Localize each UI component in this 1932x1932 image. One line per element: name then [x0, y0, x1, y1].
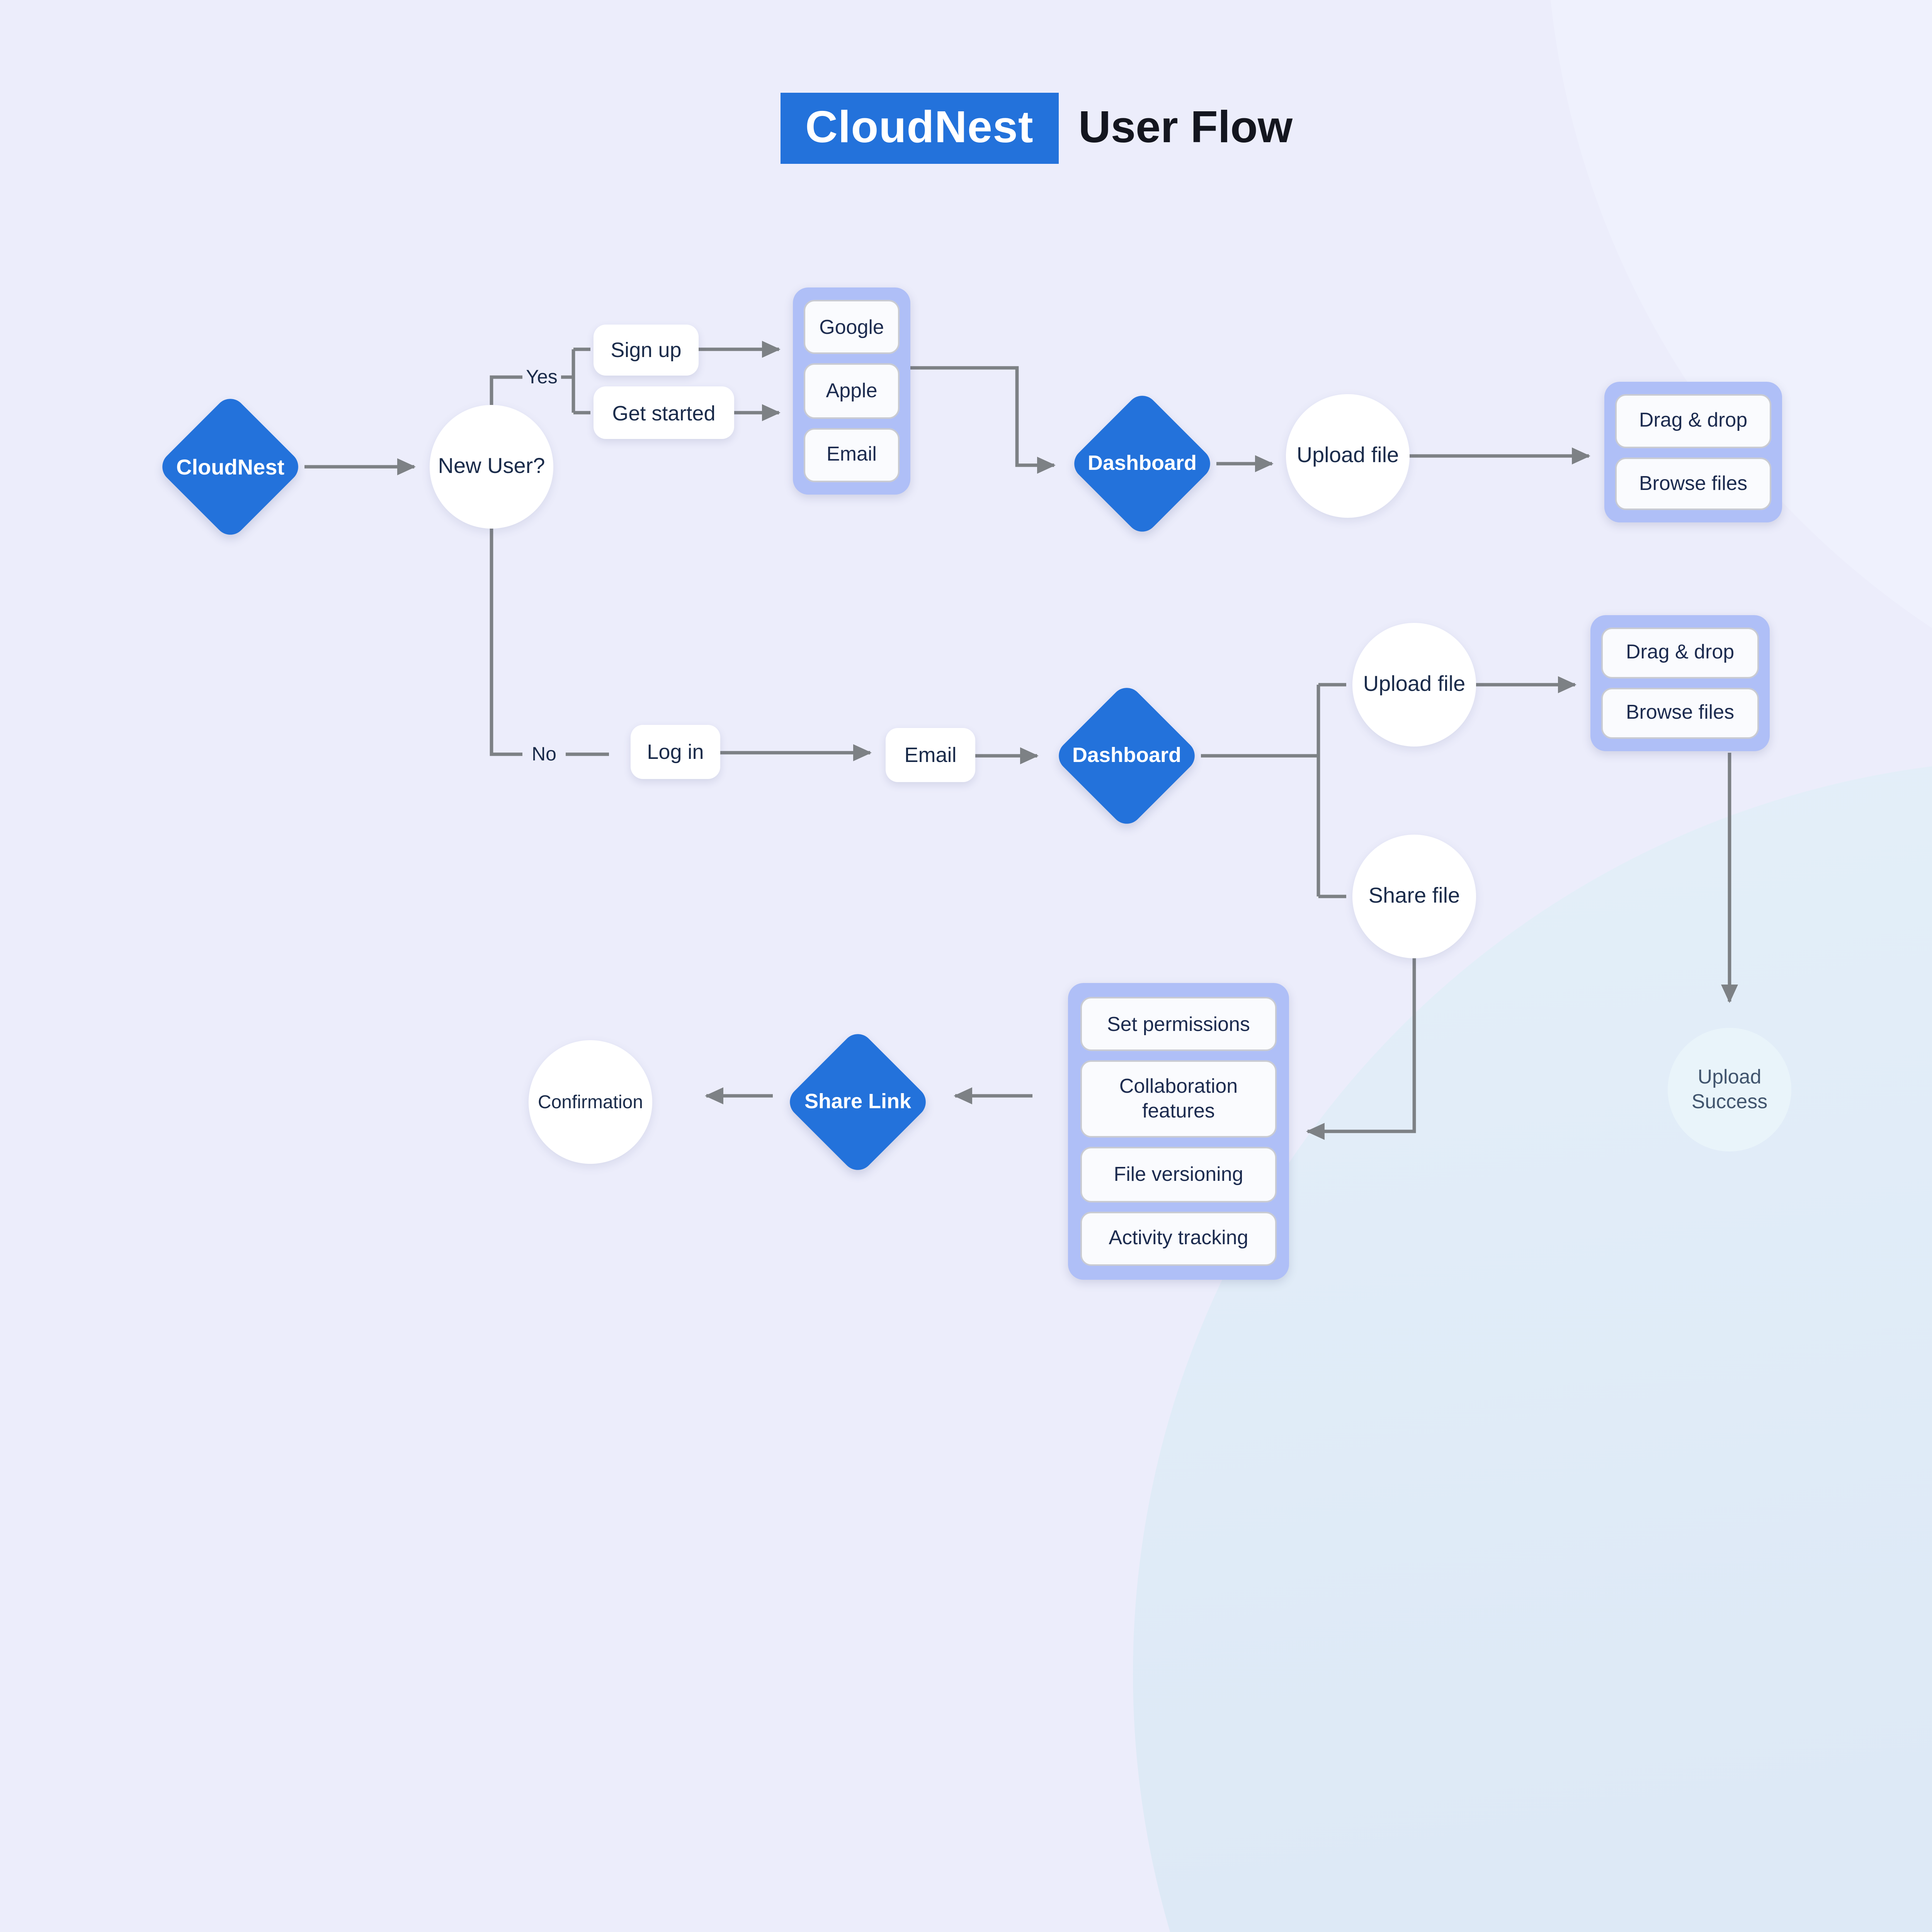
auth-options-group: Google Apple Email [793, 287, 910, 495]
edge-sharefile-features [1306, 958, 1416, 1140]
edge-newuser-yes [490, 375, 522, 405]
edge-newuser-no [490, 529, 522, 756]
upload-options-group-top: Drag & drop Browse files [1604, 382, 1782, 522]
browse-files-option-top: Browse files [1615, 457, 1771, 510]
edge-yes-bracket [561, 347, 590, 415]
log-in-box: Log in [631, 725, 720, 779]
flowchart-canvas: CloudNest User Flow CloudNest Dashboard … [156, 93, 1932, 1932]
set-permissions-option: Set permissions [1080, 997, 1277, 1052]
collaboration-features-option: Collaboration features [1080, 1061, 1277, 1138]
title-suffix: User Flow [1078, 103, 1293, 152]
sign-up-box: Sign up [594, 325, 699, 376]
get-started-box: Get started [594, 386, 734, 439]
upload-file-circle: Upload file [1352, 623, 1476, 747]
share-link-label: Share Link [804, 1090, 912, 1113]
auth-option-email: Email [804, 427, 900, 482]
edge-dashboard2-bracket [1201, 683, 1346, 898]
upload-options-group: Drag & drop Browse files [1590, 615, 1770, 751]
drag-drop-option: Drag & drop [1601, 628, 1759, 679]
page-title: CloudNest User Flow [781, 93, 1293, 164]
share-features-group: Set permissions Collaboration features F… [1068, 983, 1289, 1280]
upload-success-circle: Upload Success [1668, 1028, 1791, 1151]
dashboard-top-label: Dashboard [1087, 451, 1197, 474]
edge-auth-dashboard1 [910, 366, 1056, 474]
activity-tracking-option: Activity tracking [1080, 1211, 1277, 1266]
start-diamond-label: CloudNest [176, 454, 284, 479]
file-versioning-option: File versioning [1080, 1147, 1277, 1202]
yes-edge-label: Yes [526, 366, 558, 388]
drag-drop-option-top: Drag & drop [1615, 394, 1771, 447]
email-box: Email [886, 728, 975, 782]
upload-file-top-circle: Upload file [1286, 394, 1410, 518]
share-file-circle: Share file [1352, 835, 1476, 958]
auth-option-google: Google [804, 300, 900, 355]
title-brand-badge: CloudNest [781, 93, 1058, 164]
auth-option-apple: Apple [804, 364, 900, 418]
connector-lines [304, 341, 1738, 1140]
browse-files-option: Browse files [1601, 688, 1759, 739]
no-edge-label: No [532, 743, 556, 765]
new-user-circle: New User? [430, 405, 553, 529]
dashboard-bottom-label: Dashboard [1072, 743, 1181, 767]
confirmation-circle: Confirmation [529, 1040, 652, 1164]
